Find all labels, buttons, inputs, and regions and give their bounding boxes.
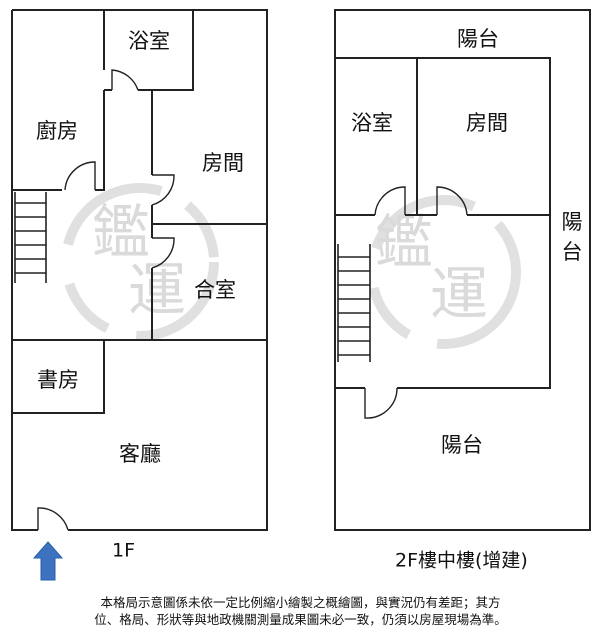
level-label-1f: 1F bbox=[112, 540, 135, 562]
interior-wall-2f bbox=[335, 57, 551, 389]
entry-arrow bbox=[32, 541, 64, 581]
bathroom-wall bbox=[103, 10, 194, 91]
door-kitchen-1f bbox=[64, 161, 96, 191]
level-label-2f: 2F樓中樓(增建) bbox=[395, 550, 528, 572]
door-bathroom-2f bbox=[374, 186, 406, 216]
stairs-2f bbox=[337, 244, 371, 362]
room-kitchen-1f: 廚房 bbox=[36, 119, 78, 143]
door-combined-room-1f bbox=[151, 237, 175, 269]
kitchen-wall bbox=[12, 90, 105, 191]
door-entry-1f bbox=[37, 507, 69, 531]
room-bathroom-1f: 浴室 bbox=[128, 29, 170, 53]
watermark-char-1: 鑑 bbox=[375, 208, 433, 276]
room-study-1f: 書房 bbox=[37, 368, 79, 392]
floor-2f bbox=[334, 9, 591, 531]
floor-1f bbox=[11, 9, 268, 531]
door-bedroom-1f bbox=[151, 174, 175, 206]
watermark-char-2: 運 bbox=[430, 260, 488, 328]
room-balcony-top-2f: 陽台 bbox=[457, 27, 499, 51]
door-bathroom-1f bbox=[111, 69, 139, 91]
disclaimer-line-1: 本格局示意圖係未依一定比例縮小繪製之概繪圖，與實況仍有差距；其方 bbox=[100, 595, 501, 610]
room-balcony-bottom-2f: 陽台 bbox=[441, 433, 483, 457]
outer-wall-2f bbox=[334, 9, 591, 531]
disclaimer: 本格局示意圖係未依一定比例縮小繪製之概繪圖，與實況仍有差距；其方 位、格局、形狀… bbox=[0, 594, 601, 628]
watermark-char-1: 鑑 bbox=[92, 198, 150, 266]
watermark-1f: 鑑 運 bbox=[61, 183, 219, 341]
stairs-1f bbox=[14, 192, 47, 283]
room-bathroom-2f: 浴室 bbox=[351, 111, 393, 135]
room-bedroom-1f: 房間 bbox=[202, 151, 244, 175]
room-combined-1f: 合室 bbox=[194, 278, 236, 302]
floor-plan: 鑑 運 鑑 運 浴室 廚房 房間 合室 書房 客廳 1F bbox=[11, 9, 591, 581]
living-wall bbox=[12, 339, 267, 414]
outer-wall bbox=[11, 9, 268, 531]
bathroom-wall-2f bbox=[335, 58, 550, 216]
watermark-char-2: 運 bbox=[128, 256, 186, 324]
room-bedroom-2f: 房間 bbox=[466, 111, 508, 135]
bedroom-wall bbox=[151, 90, 267, 340]
room-balcony-right-2f: 陽台 bbox=[562, 210, 583, 264]
door-balcony-2f bbox=[364, 387, 398, 419]
door-bedroom-2f bbox=[436, 186, 468, 216]
room-living-1f: 客廳 bbox=[119, 442, 161, 466]
disclaimer-line-2: 位、格局、形狀等與地政機關測量成果圖未必一致，仍須以房屋現場為準。 bbox=[94, 612, 507, 627]
watermark-2f: 鑑 運 bbox=[367, 195, 521, 349]
